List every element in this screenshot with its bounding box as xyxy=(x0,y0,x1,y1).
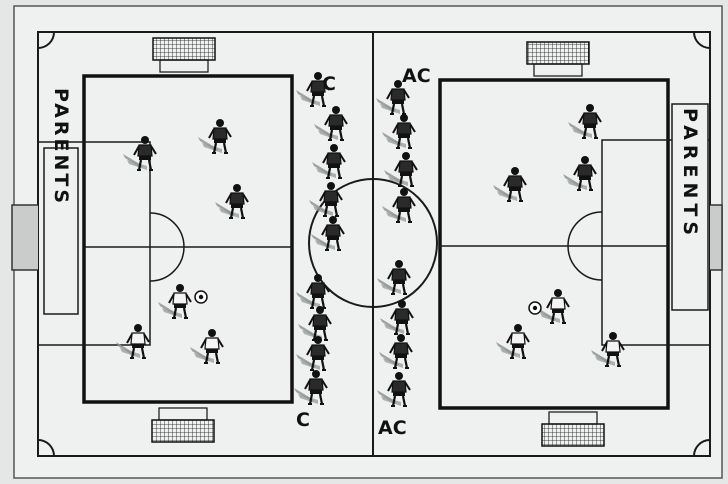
right-end-goal xyxy=(710,205,722,270)
parents-label-right: PARENTS xyxy=(679,108,701,240)
left-end-goal xyxy=(12,205,38,270)
label-ac-top: AC xyxy=(402,65,431,87)
soccer-ball-icon xyxy=(529,302,541,314)
soccer-ball-icon xyxy=(195,291,207,303)
parents-label-left: PARENTS xyxy=(50,88,72,206)
label-ac-bottom: AC xyxy=(378,417,407,439)
label-c-bottom: C xyxy=(296,409,310,431)
